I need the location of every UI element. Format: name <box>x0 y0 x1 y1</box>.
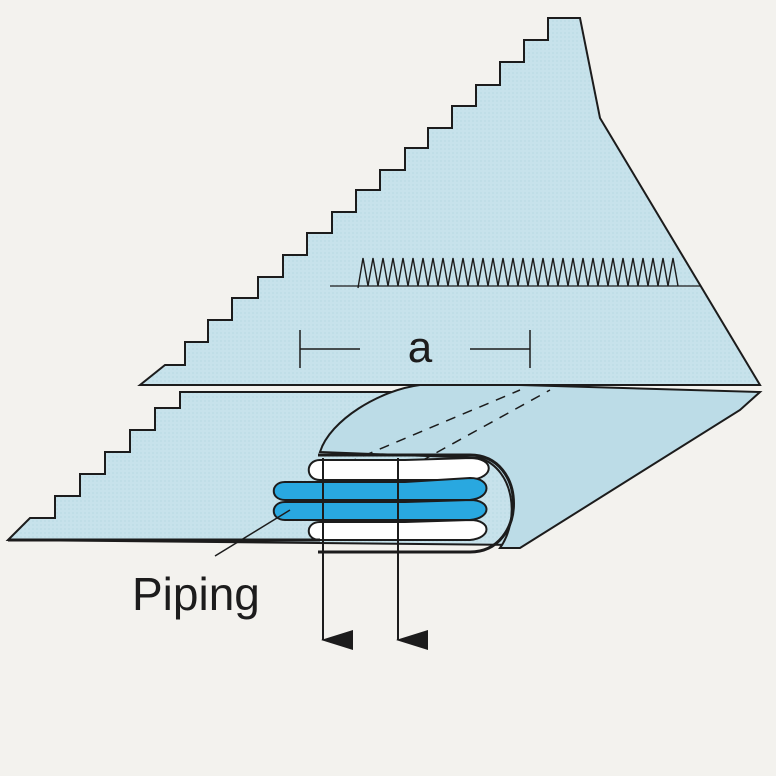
piping-label: Piping <box>132 568 260 620</box>
stitch-line-dashed-1 <box>329 389 521 471</box>
dimension-label: a <box>408 323 433 372</box>
piping-leader-line <box>214 509 291 557</box>
stitch-line-dashed-2 <box>404 389 551 471</box>
fabric-fold <box>318 384 763 549</box>
dimension-a: a <box>299 323 531 372</box>
fold-outline <box>318 453 515 554</box>
piping-strips <box>272 456 490 541</box>
upper-fabric-layer <box>137 17 762 386</box>
